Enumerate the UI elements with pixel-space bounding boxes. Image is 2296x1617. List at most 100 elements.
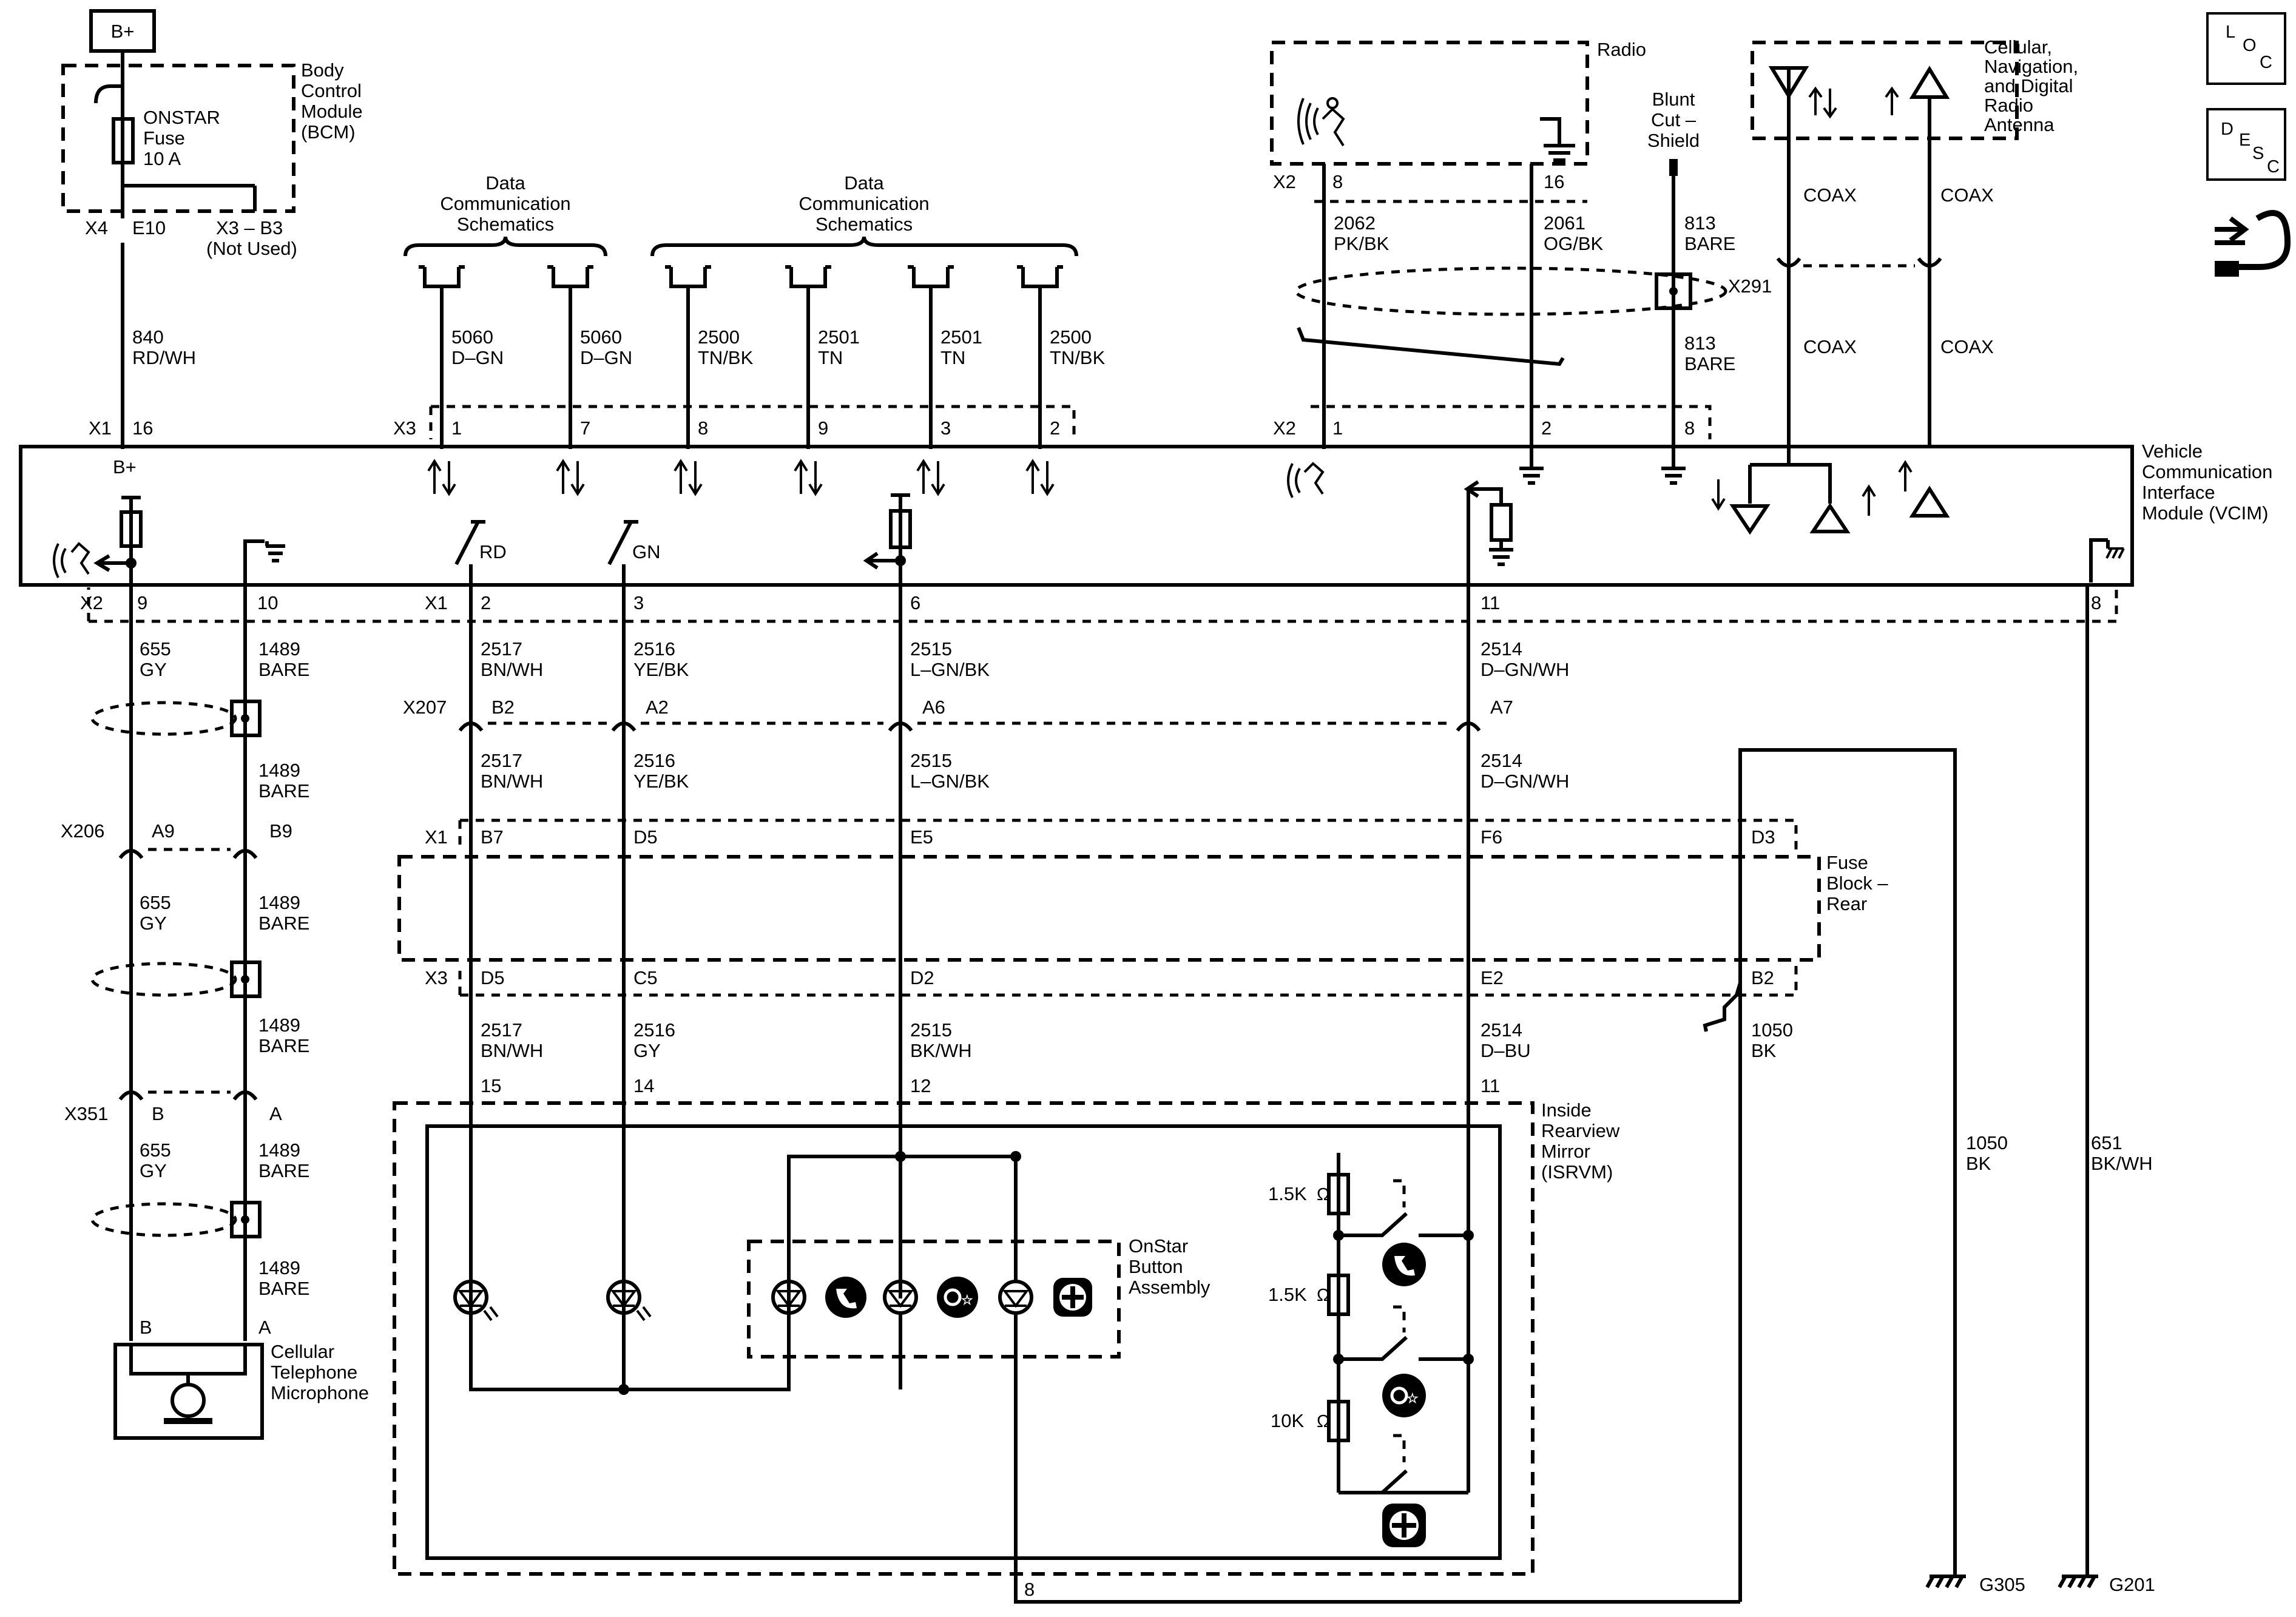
wire-1050r-num: 1050 (1966, 1132, 2008, 1153)
svg-text:X1: X1 (425, 826, 448, 848)
svg-text:Module (VCIM): Module (VCIM) (2142, 502, 2268, 524)
mirror-name: Inside Rearview Mirror (ISRVM) (1541, 1099, 1620, 1183)
svg-text:655: 655 (140, 1139, 171, 1161)
emergency-button-icon[interactable] (1053, 1278, 1092, 1317)
svg-text:9: 9 (137, 592, 147, 613)
vcim-name: Vehicle Communication Interface Module (… (2142, 441, 2272, 524)
conn-x291: X291 (1728, 275, 1772, 297)
svg-text:2515: 2515 (910, 638, 952, 660)
svg-text:D3: D3 (1751, 826, 1775, 848)
svg-text:2517: 2517 (481, 750, 522, 771)
svg-text:Fuse: Fuse (143, 127, 185, 149)
desc-icon[interactable]: D E S C (2206, 108, 2286, 181)
phone-button-icon[interactable] (825, 1277, 866, 1318)
svg-text:1489: 1489 (258, 1257, 300, 1278)
svg-text:2514: 2514 (1481, 1019, 1522, 1041)
x207-connector (458, 721, 1481, 732)
vcim-x3-connector (431, 405, 1076, 439)
x206-connector (118, 849, 258, 859)
x206-a9: A9 (152, 820, 175, 842)
svg-text:Blunt: Blunt (1652, 89, 1695, 110)
radio-box (1270, 41, 1589, 166)
gn-label: GN (632, 541, 661, 562)
svg-text:7: 7 (580, 417, 590, 439)
svg-text:B7: B7 (481, 826, 504, 848)
svg-text:2: 2 (481, 592, 491, 613)
svg-text:2516: 2516 (633, 1019, 675, 1041)
svg-text:F6: F6 (1481, 826, 1502, 848)
isrvm-onstar-icon[interactable]: ☆ (1382, 1374, 1426, 1417)
bcm-name: Body Control Module (BCM) (301, 59, 363, 143)
svg-text:D–GN: D–GN (451, 347, 504, 368)
svg-text:X1: X1 (89, 417, 112, 439)
bcm-box (61, 64, 295, 213)
wire-813-a-num: 813 (1684, 212, 1716, 234)
radio-pin-16: 16 (1544, 171, 1564, 192)
radio-audio-icon (1297, 97, 1345, 147)
svg-text:Interface: Interface (2142, 482, 2215, 503)
svg-text:X1: X1 (425, 592, 448, 613)
svg-text:2517: 2517 (481, 1019, 522, 1041)
svg-text:Body: Body (301, 59, 344, 81)
onstar-button-icon[interactable]: ☆ (937, 1277, 978, 1318)
data-arrows (427, 459, 1055, 496)
vcim-x2-top-connector (1311, 405, 1712, 439)
resistor-ladder (1327, 1153, 1474, 1494)
antenna-icon-left (1768, 66, 1837, 447)
x207-a2: A2 (646, 697, 669, 718)
svg-text:E: E (2239, 130, 2250, 150)
svg-text:2500: 2500 (698, 326, 740, 348)
svg-text:TN: TN (818, 347, 843, 368)
svg-text:3: 3 (940, 417, 951, 439)
svg-text:Inside: Inside (1541, 1099, 1592, 1121)
antenna-name: Cellular, Navigation, and Digital Radio … (1984, 36, 2078, 135)
svg-text:Block –: Block – (1826, 873, 1888, 894)
wire-813-b-color: BARE (1684, 353, 1735, 374)
isrvm-phone-icon[interactable] (1382, 1243, 1426, 1286)
coax-label-2: COAX (1940, 184, 1994, 206)
radio-pin-8: 8 (1332, 171, 1343, 192)
svg-text:Schematics: Schematics (815, 214, 913, 235)
onstar-fuse (112, 117, 135, 164)
svg-text:2515: 2515 (910, 750, 952, 771)
loc-icon[interactable]: L O C (2206, 12, 2286, 85)
fuse-label: ONSTAR Fuse 10 A (143, 107, 220, 169)
blunt-cut-label: Blunt Cut – Shield (1647, 89, 1700, 151)
svg-text:1050: 1050 (1751, 1019, 1793, 1041)
svg-text:8: 8 (698, 417, 708, 439)
wire-813-b-num: 813 (1684, 333, 1716, 354)
mic-shield-3 (90, 1201, 262, 1238)
svg-text:Communication: Communication (2142, 461, 2272, 482)
svg-text:2517: 2517 (481, 638, 522, 660)
svg-text:16: 16 (132, 417, 153, 439)
vcim-bottom-connector (89, 587, 2118, 623)
onstar-button-assembly (747, 1240, 1121, 1359)
svg-text:Fuse: Fuse (1826, 852, 1868, 873)
coax-label-1: COAX (1803, 184, 1857, 206)
svg-text:BARE: BARE (258, 913, 309, 934)
microphone-name: Cellular Telephone Microphone (271, 1341, 369, 1403)
svg-text:2516: 2516 (633, 638, 675, 660)
svg-text:TN/BK: TN/BK (698, 347, 754, 368)
svg-text:Antenna: Antenna (1984, 114, 2055, 135)
svg-text:D5: D5 (481, 967, 505, 988)
isrvm-emergency-icon[interactable] (1382, 1504, 1426, 1547)
ground-g201: G201 (2109, 1574, 2155, 1595)
svg-text:BN/WH: BN/WH (481, 771, 543, 792)
pin-e10: E10 (132, 217, 166, 238)
connector-repair-icon[interactable] (2215, 210, 2291, 277)
vcim-bplus: B+ (113, 456, 137, 478)
wire-651-color: BK/WH (2091, 1153, 2153, 1174)
vcim-box (19, 445, 2134, 587)
svg-text:1: 1 (451, 417, 462, 439)
coax-label-4: COAX (1940, 336, 1994, 357)
radio-ground-icon (1544, 144, 1575, 162)
svg-text:C5: C5 (633, 967, 658, 988)
radio-shield-drain (1297, 326, 1565, 366)
svg-text:C: C (2260, 53, 2272, 72)
radio-x2: X2 (1273, 171, 1296, 192)
ground-g305: G305 (1979, 1574, 2025, 1595)
svg-text:Microphone: Microphone (271, 1382, 369, 1403)
